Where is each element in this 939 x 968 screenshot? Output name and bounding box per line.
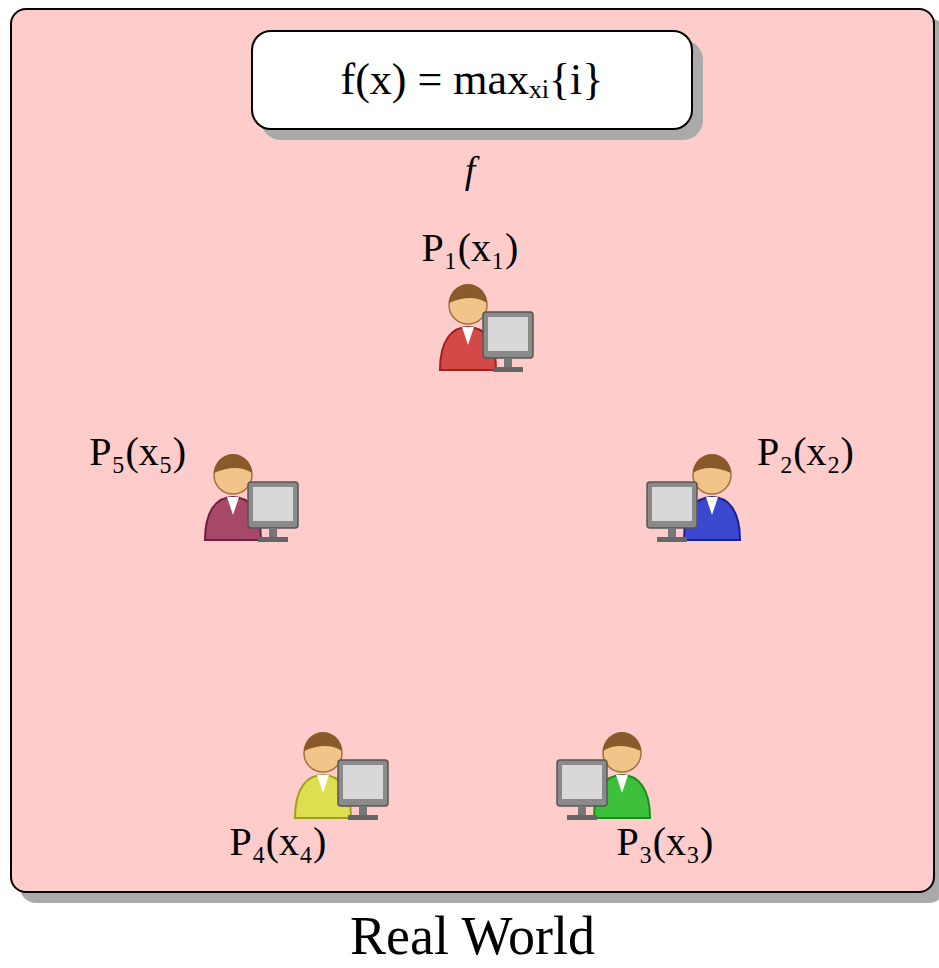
party-icon — [295, 732, 388, 820]
party-icon — [557, 732, 650, 820]
party-label: P₅(x₅) — [89, 430, 186, 474]
function-box: f(x) = maxₓᵢ{i} — [251, 30, 693, 130]
world-region: Real Worldf(x) = maxₓᵢ{i}fP₁(x₁)P₂(x₂)P₃… — [10, 8, 935, 893]
party-icon — [440, 284, 533, 372]
party-label: P₁(x₁) — [422, 226, 519, 270]
party-icon — [205, 454, 298, 542]
party-label: P₂(x₂) — [757, 430, 854, 474]
function-label: f — [465, 150, 476, 192]
party-label: P₄(x₄) — [230, 820, 327, 864]
party-label: P₃(x₃) — [617, 820, 714, 864]
function-formula: f(x) = maxₓᵢ{i} — [341, 56, 604, 104]
party-icon — [647, 454, 740, 542]
region-caption: Real World — [12, 908, 933, 965]
